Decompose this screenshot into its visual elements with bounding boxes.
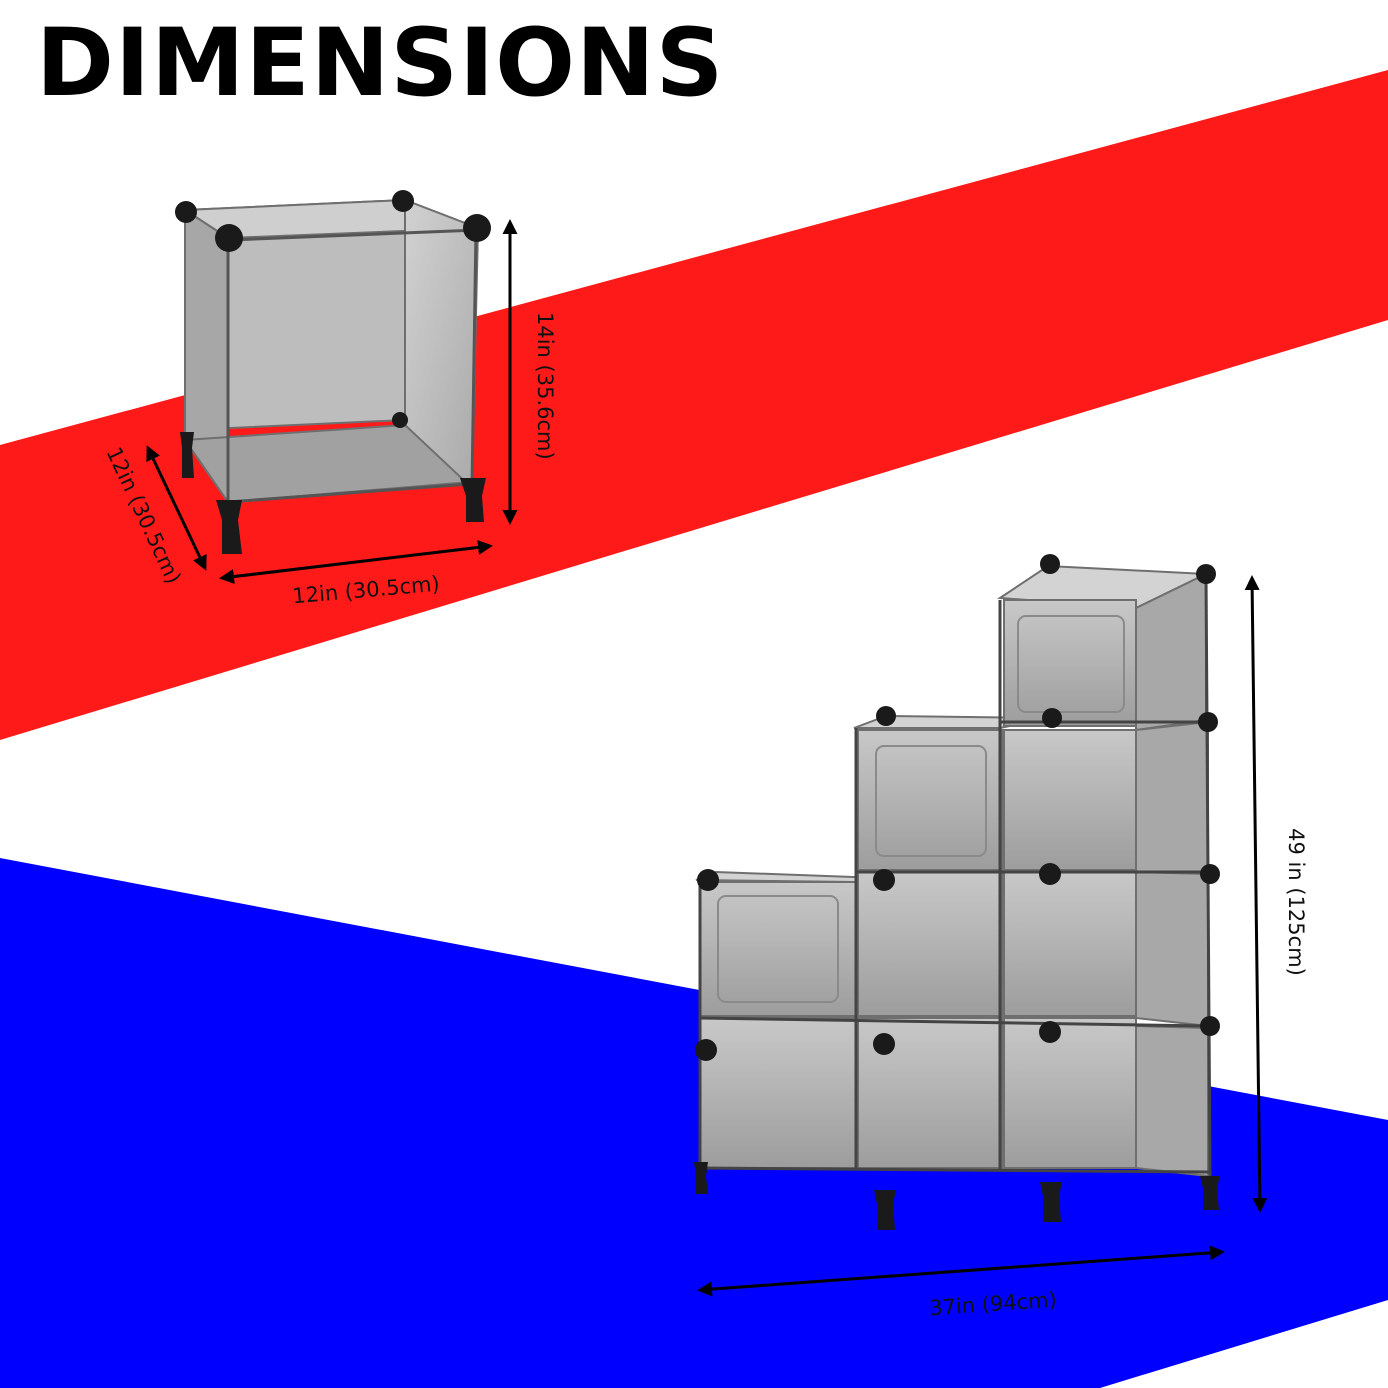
cube-cell bbox=[857, 871, 1003, 1017]
connector-dot bbox=[463, 214, 491, 242]
connector-dot bbox=[175, 201, 197, 223]
connector-dot bbox=[1200, 864, 1220, 884]
cube-height-label: 14in (35.6cm) bbox=[533, 312, 557, 460]
connector-dot bbox=[1200, 1016, 1220, 1036]
single-cube bbox=[175, 190, 491, 554]
cube-foot bbox=[180, 432, 194, 478]
cube-cell-side bbox=[1135, 1024, 1209, 1178]
connector-dot bbox=[873, 869, 895, 891]
organizer-height-arrow bbox=[1244, 575, 1268, 1213]
organizer-height-label: 49 in (125cm) bbox=[1284, 828, 1308, 976]
white-corner bbox=[1100, 1300, 1388, 1388]
cube-cell bbox=[699, 1017, 857, 1169]
cube-cell bbox=[1003, 729, 1137, 871]
inner-frame bbox=[875, 745, 987, 857]
connector-dot bbox=[1198, 712, 1218, 732]
organizer-width-arrow bbox=[697, 1245, 1225, 1297]
depth-arrow bbox=[146, 445, 207, 571]
left-cube-top-panel bbox=[695, 870, 881, 884]
cube-cell-side bbox=[1135, 720, 1209, 873]
page-title: DIMENSIONS bbox=[36, 9, 725, 118]
cube-foot bbox=[460, 478, 486, 522]
cube-cell bbox=[1003, 1017, 1137, 1169]
width-arrow bbox=[219, 539, 493, 585]
organizer-foot bbox=[1040, 1182, 1062, 1222]
cube-cell bbox=[699, 881, 857, 1017]
organizer-foot bbox=[1200, 1176, 1220, 1210]
connector-dot bbox=[392, 190, 414, 212]
connector-dot bbox=[1039, 1021, 1061, 1043]
connector-dot bbox=[392, 412, 408, 428]
connector-dot bbox=[873, 1033, 895, 1055]
inner-frame bbox=[717, 895, 839, 1003]
connector-dot bbox=[697, 869, 719, 891]
cube-cell bbox=[857, 729, 1003, 871]
organizer-foot bbox=[874, 1190, 896, 1230]
connector-dot bbox=[1042, 708, 1062, 728]
organizer-foot bbox=[694, 1162, 708, 1194]
connector-dot bbox=[215, 224, 243, 252]
connector-dot bbox=[876, 706, 896, 726]
six-cube-organizer bbox=[694, 554, 1220, 1230]
connector-dot bbox=[1040, 554, 1060, 574]
connector-dot bbox=[1196, 564, 1216, 584]
cube-cell bbox=[1003, 871, 1137, 1017]
cube-cell-side bbox=[1135, 870, 1209, 1028]
inner-frame bbox=[1017, 615, 1125, 713]
connector-dot bbox=[695, 1039, 717, 1061]
connector-dot bbox=[1039, 863, 1061, 885]
cube-cell bbox=[1003, 599, 1137, 727]
